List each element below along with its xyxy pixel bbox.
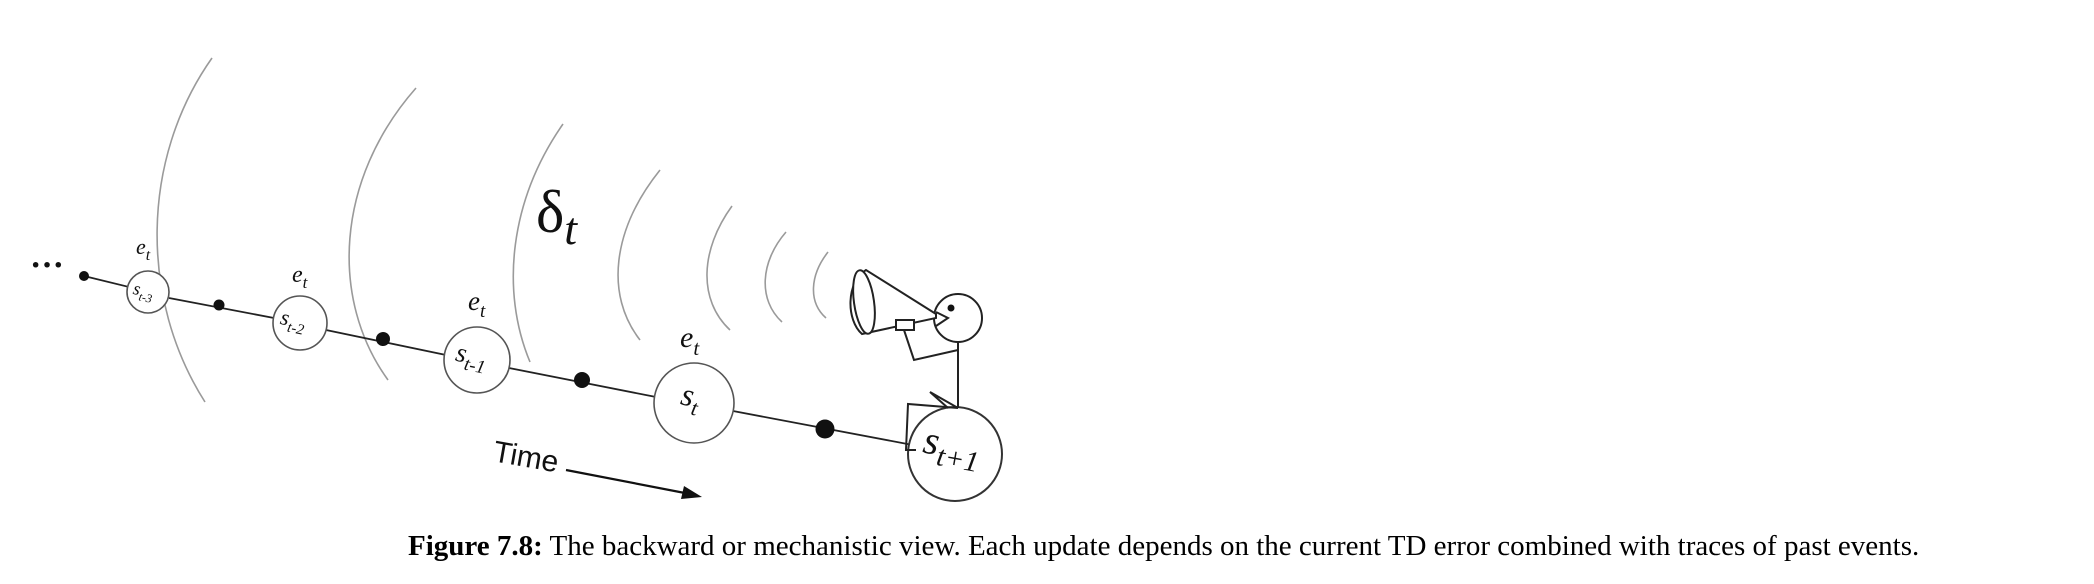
figure-mouth bbox=[935, 311, 950, 327]
wave-arc bbox=[512, 123, 564, 363]
state-node-t-1 bbox=[443, 326, 511, 394]
wave-arc bbox=[348, 87, 417, 381]
transition-dot bbox=[79, 271, 89, 281]
wave-arc bbox=[764, 231, 787, 323]
state-node-t bbox=[653, 362, 735, 444]
state-label-t-3: st-3 bbox=[131, 278, 156, 306]
state-label-t-1: st-1 bbox=[452, 337, 490, 379]
trace-label-t-1: et bbox=[468, 286, 486, 322]
wave-arc bbox=[812, 251, 829, 319]
trace-label-t-2: et bbox=[292, 262, 309, 292]
figure-arm bbox=[903, 329, 959, 362]
trace-label-t: et bbox=[680, 321, 700, 360]
wave-arc bbox=[156, 57, 213, 403]
trace-label-t-3: et bbox=[136, 234, 151, 264]
transition-dot bbox=[376, 332, 390, 346]
state-node-t-3 bbox=[126, 270, 170, 314]
state-label-t: st bbox=[677, 376, 705, 421]
time-label: Time bbox=[491, 435, 561, 479]
trajectory-segment bbox=[83, 275, 130, 288]
time-arrow bbox=[565, 468, 702, 499]
td-error-label: δt bbox=[536, 179, 578, 254]
wave-arc bbox=[617, 169, 661, 341]
state-label-t+1: st+1 bbox=[919, 417, 985, 479]
transition-dots bbox=[79, 271, 835, 439]
figure-leg bbox=[904, 402, 959, 451]
transition-dot bbox=[815, 419, 835, 439]
figure-caption: Figure 7.8: The backward or mechanistic … bbox=[408, 530, 2088, 563]
td-error-wave-arcs bbox=[156, 57, 829, 403]
figure-caption-text: The backward or mechanistic view. Each u… bbox=[542, 530, 1920, 562]
figure-leg bbox=[929, 391, 959, 409]
leading-dots: ··· bbox=[30, 247, 64, 284]
transition-dot bbox=[213, 299, 225, 311]
figure-caption-label: Figure 7.8: bbox=[408, 530, 543, 562]
state-circles bbox=[126, 270, 1003, 502]
wave-arc bbox=[706, 205, 733, 331]
transition-dot bbox=[574, 372, 590, 388]
megaphone-figure bbox=[849, 268, 983, 451]
figure-eye bbox=[947, 304, 955, 312]
state-label-t-2: st-2 bbox=[277, 304, 308, 339]
state-node-t-2 bbox=[272, 295, 328, 351]
